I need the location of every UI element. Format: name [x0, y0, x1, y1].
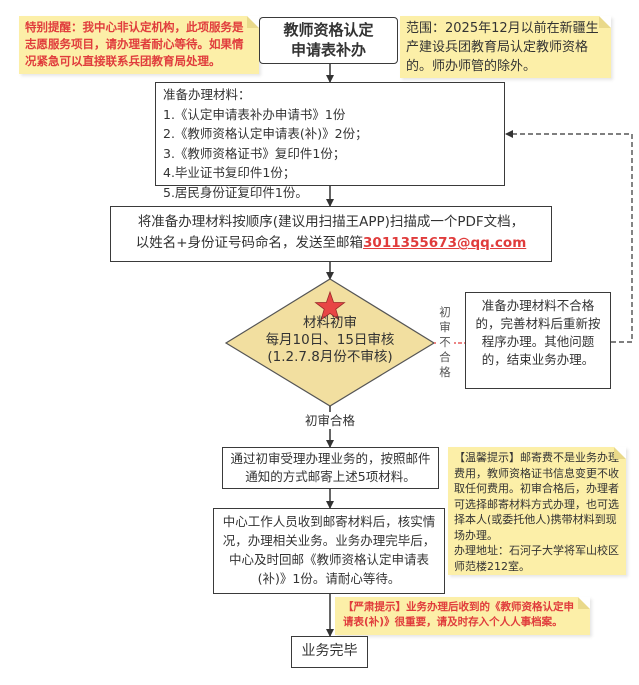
materials-item-4: 4.毕业证书复印件1份；	[163, 165, 296, 180]
fail-label-char: 不	[436, 335, 454, 350]
title-line-2: 申请表补办	[290, 41, 366, 59]
scope-text: 范围：2025年12月以前在新疆生产建设兵团教育局认定教师资格的。师办师管的除外…	[406, 21, 599, 74]
fail-box-text: 准备办理材料不合格的，完善材料后重新按程序办理。其他问题的，结束业务办理。	[475, 298, 601, 367]
materials-item-1: 1.《认定申请表补办申请书》1份	[163, 106, 346, 122]
scan-step-line-1: 将准备办理材料按顺序(建议用扫描王APP)扫描成一个PDF文档，	[137, 214, 525, 230]
fail-label-char: 合	[439, 350, 451, 364]
fail-label-char: 审	[439, 320, 451, 334]
warm-tip-note: 【温馨提示】邮寄费不是业务办理费用，教师资格证书信息变更不收取任何费用。初审合格…	[448, 447, 626, 575]
fail-label-char: 格	[439, 365, 451, 379]
materials-box: 准备办理材料： 1.《认定申请表补办申请书》1份 2.《教师资格认定申请表(补)…	[155, 82, 505, 200]
special-reminder-note: 特别提醒：我中心非认定机构，此项服务是志愿服务项目，请办理者耐心等待。如果情况紧…	[19, 16, 259, 74]
materials-heading: 准备办理材料：	[163, 87, 251, 102]
fail-box: 准备办理材料不合格的，完善材料后重新按程序办理。其他问题的，结束业务办理。	[465, 292, 611, 389]
special-reminder-text: 特别提醒：我中心非认定机构，此项服务是志愿服务项目，请办理者耐心等待。如果情况紧…	[25, 20, 244, 68]
process-step-text: 中心工作人员收到邮寄材料后，核实情况，办理相关业务。业务办理完毕后，中心及时回邮…	[222, 514, 436, 586]
end-label: 业务完毕	[301, 643, 358, 659]
scan-step-line-2-prefix: 以姓名+身份证号码命名，发送至邮箱	[135, 235, 364, 251]
scan-step-box: 将准备办理材料按顺序(建议用扫描王APP)扫描成一个PDF文档， 以姓名+身份证…	[110, 206, 552, 262]
materials-item-3: 3.《教师资格证书》复印件1份；	[163, 145, 346, 161]
review-pass-label: 初审合格	[290, 412, 370, 429]
serious-tip-text: 【严肃提示】业务办理后收到的《教师资格认定申请表(补)》很重要，请及时存入个人人…	[343, 601, 574, 628]
title-box: 教师资格认定 申请表补办	[259, 17, 398, 64]
title-line-1: 教师资格认定	[283, 21, 374, 39]
process-step-box: 中心工作人员收到邮寄材料后，核实情况，办理相关业务。业务办理完毕后，中心及时回邮…	[213, 508, 445, 594]
review-text: 材料初审 每月10日、15日审核 (1.2.7.8月份不审核)	[236, 315, 424, 366]
end-box: 业务完毕	[291, 636, 368, 668]
scan-step-line-2: 以姓名+身份证号码命名，发送至邮箱3011355673@qq.com	[111, 233, 551, 254]
star-icon	[314, 290, 346, 321]
mail-step-text: 通过初审受理办理业务的，按照邮件通知的方式邮寄上述5项材料。	[230, 451, 431, 484]
review-exception: (1.2.7.8月份不审核)	[267, 349, 393, 365]
materials-item-2: 2.《教师资格认定申请表(补)》2份；	[163, 126, 368, 141]
warm-tip-text: 【温馨提示】邮寄费不是业务办理费用，教师资格证书信息变更不收取任何费用。初审合格…	[454, 451, 619, 542]
materials-item-5: 5.居民身份证复印件1份。	[163, 184, 308, 200]
scope-note: 范围：2025年12月以前在新疆生产建设兵团教育局认定教师资格的。师办师管的除外…	[400, 16, 611, 78]
review-title: 材料初审	[303, 315, 357, 331]
mail-step-box: 通过初审受理办理业务的，按照邮件通知的方式邮寄上述5项材料。	[222, 447, 439, 489]
fail-label-char: 初	[439, 305, 451, 319]
review-fail-label: 初 审 不 合 格	[436, 305, 454, 380]
warm-tip-address: 办理地址：石河子大学将军山校区师范楼212室。	[454, 544, 619, 573]
review-schedule: 每月10日、15日审核	[265, 332, 395, 348]
email-link[interactable]: 3011355673@qq.com	[363, 235, 527, 251]
connector-fail-loop-back	[505, 130, 633, 343]
serious-tip-note: 【严肃提示】业务办理后收到的《教师资格认定申请表(补)》很重要，请及时存入个人人…	[335, 597, 590, 635]
